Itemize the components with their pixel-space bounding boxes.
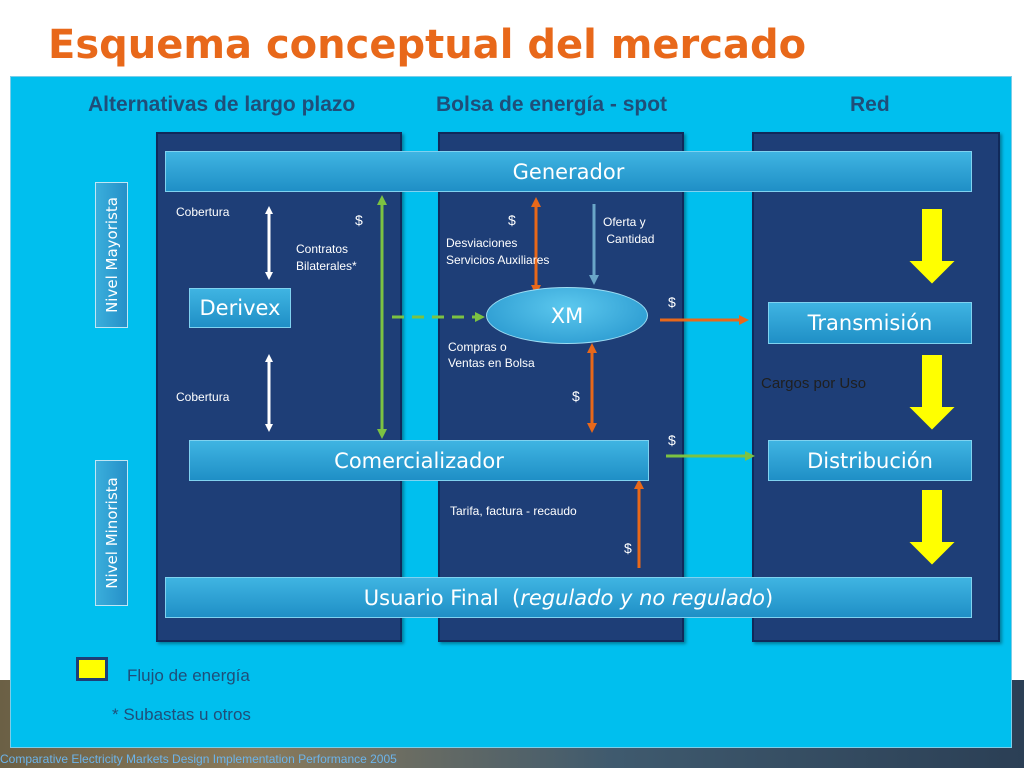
comercializador-bar: Comercializador [189,440,649,481]
cobertura-top-label: Cobertura [176,205,230,219]
energy-flow-legend-swatch [76,657,108,681]
level-label-mayorista: Nivel Mayorista [95,182,128,328]
derivex-box: Derivex [189,288,291,328]
column-bolsa-spot [438,132,684,642]
column-header-largo-plazo: Alternativas de largo plazo [88,93,356,116]
compras-label-1: Compras o [448,340,507,354]
cobertura-bottom-label: Cobertura [176,390,230,404]
contratos-label-1: Contratos [296,242,349,256]
desviaciones-dollar: $ [508,212,516,228]
oferta-label-1: Oferta y [603,215,646,229]
usuario-final-label: Usuario Final (regulado y no regulado) [364,586,773,610]
transmision-box: Transmisión [768,302,972,344]
derivex-label: Derivex [199,296,281,320]
contratos-label-2: Bilaterales* [296,259,357,273]
energy-flow-legend-label: Flujo de energía [127,666,250,685]
desviaciones-label-2: Servicios Auxiliares [446,253,550,267]
level-label-minorista: Nivel Minorista [95,460,128,606]
energy-flow-arrow-3 [904,488,960,568]
cargos-por-uso-label: Cargos por Uso [761,375,867,392]
xm-label: XM [550,303,584,328]
column-header-bolsa-spot: Bolsa de energía - spot [436,93,668,116]
contratos-dollar: $ [355,212,363,228]
usuario-final-suffix: ) [765,585,774,610]
usuario-final-italic: regulado y no regulado [520,585,765,610]
distribucion-dollar: $ [668,432,676,448]
distribucion-box: Distribución [768,440,972,481]
compras-dollar: $ [572,388,580,404]
oferta-label-2: Cantidad [603,232,655,246]
energy-flow-arrow-1 [904,207,960,287]
generador-label: Generador [512,159,625,184]
tarifa-label: Tarifa, factura - recaudo [450,504,577,518]
distribucion-label: Distribución [807,448,933,473]
tarifa-dollar: $ [624,540,632,556]
usuario-final-bar: Usuario Final (regulado y no regulado) [165,577,972,618]
column-red [752,132,1000,642]
transmision-label: Transmisión [807,311,933,335]
compras-label-2: Ventas en Bolsa [448,356,535,370]
usuario-final-prefix: Usuario Final ( [363,585,521,610]
desviaciones-label-1: Desviaciones [446,236,518,250]
xm-node: XM [486,287,648,344]
column-largo-plazo [156,132,402,642]
generador-bar: Generador [165,151,972,192]
subastas-note: * Subastas u otros [112,705,251,724]
comercializador-label: Comercializador [334,448,504,473]
column-header-red: Red [850,93,890,116]
footer-source-text: Comparative Electricity Markets Design I… [0,752,397,766]
slide-title: Esquema conceptual del mercado [48,22,807,68]
energy-flow-arrow-2 [904,353,960,433]
transmision-dollar: $ [668,294,676,310]
